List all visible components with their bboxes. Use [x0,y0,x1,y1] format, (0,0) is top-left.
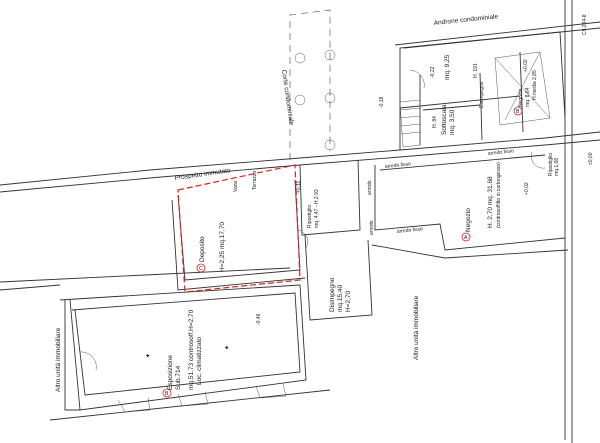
room-info: mq. 4,47 - H.2,93 [314,189,320,228]
room-info: H=2,25 mq.17,70 [219,222,226,272]
altra-unita-right: Altro unità immobiliare [413,295,420,360]
room-marker-c [196,263,206,273]
level-marker: +0,11 [296,181,302,193]
room-name: Sottoscala [441,104,448,135]
arredo-fisso-label: arredo fisso [385,161,412,170]
corte-label: Corte condominiale [280,69,295,126]
room-marker-label: B [165,391,169,397]
room-marker-label: B [516,109,520,115]
doors [79,69,546,371]
arredo-label: arredo [369,220,375,235]
room-name: Negozio [518,88,524,107]
room-area: mq. 8,64 [525,87,531,107]
room-name: Esposizione [167,355,174,390]
level-marker: ±0,00 [588,152,594,165]
room-name: Disimpegno [329,277,336,312]
arredo-fisso-label: arredo fisso [397,226,424,235]
room-area: mq.51,73 controsoff.H=2,70 [188,309,195,390]
column-mark: ✦ [224,344,230,352]
level-marker: +0,02 [523,59,529,72]
arredo-fisso-label: arredo fisso [488,148,515,157]
room-name: Ripostiglio [548,153,554,176]
androne-label: Androne condominiale [433,13,498,27]
code-label: Ch.284-8 [582,14,588,35]
room-name: Negozio [465,208,472,232]
room-height: H. 191 [473,63,479,78]
level-marker: +0,02 [524,182,530,195]
room-area: mq.15,40 [337,285,344,312]
stairs [399,51,551,148]
room-note: Loc. climatizzato [196,337,203,385]
prospetto-label: Prospetto immutato [174,167,231,182]
arredo-label: arredo [367,180,373,195]
level-marker: -0,18 [379,96,385,108]
vano-label: Vano [233,180,239,192]
room-area: mq. 9,25 [444,54,451,80]
room-name: Disimpegno [479,81,485,108]
room-name: Ripostiglio [307,205,313,228]
room-height: H=2,70 [345,290,352,312]
room-height: H. 84 [432,116,438,128]
courtyard-outline [289,9,336,160]
room-marker-b-small [513,106,523,116]
room-height: H.media 2,85 [532,70,538,100]
level-marker: -0,22 [430,66,436,78]
room-sub: Sub.714 [175,365,182,390]
deposito-highlight [177,164,301,293]
room-info: mq.1,68 [554,158,560,176]
terrazzo-label: Terrazzo [252,171,258,190]
room-note: (controsoffitto in cartongesso) [496,162,502,228]
column-mark: ✦ [145,352,151,360]
room-marker-a [461,232,471,242]
room-marker-b [162,388,172,398]
room-marker-label: C [199,266,203,272]
room-info: H. 2,70 mq. 31,68 [487,176,494,228]
altra-unita-left: Altro unità immobiliare [55,327,62,392]
level-marker: -0,46 [256,313,262,325]
room-name: Deposito [199,236,206,262]
room-area: mq. 3,50 [449,109,456,135]
room-marker-label: A [464,235,468,241]
